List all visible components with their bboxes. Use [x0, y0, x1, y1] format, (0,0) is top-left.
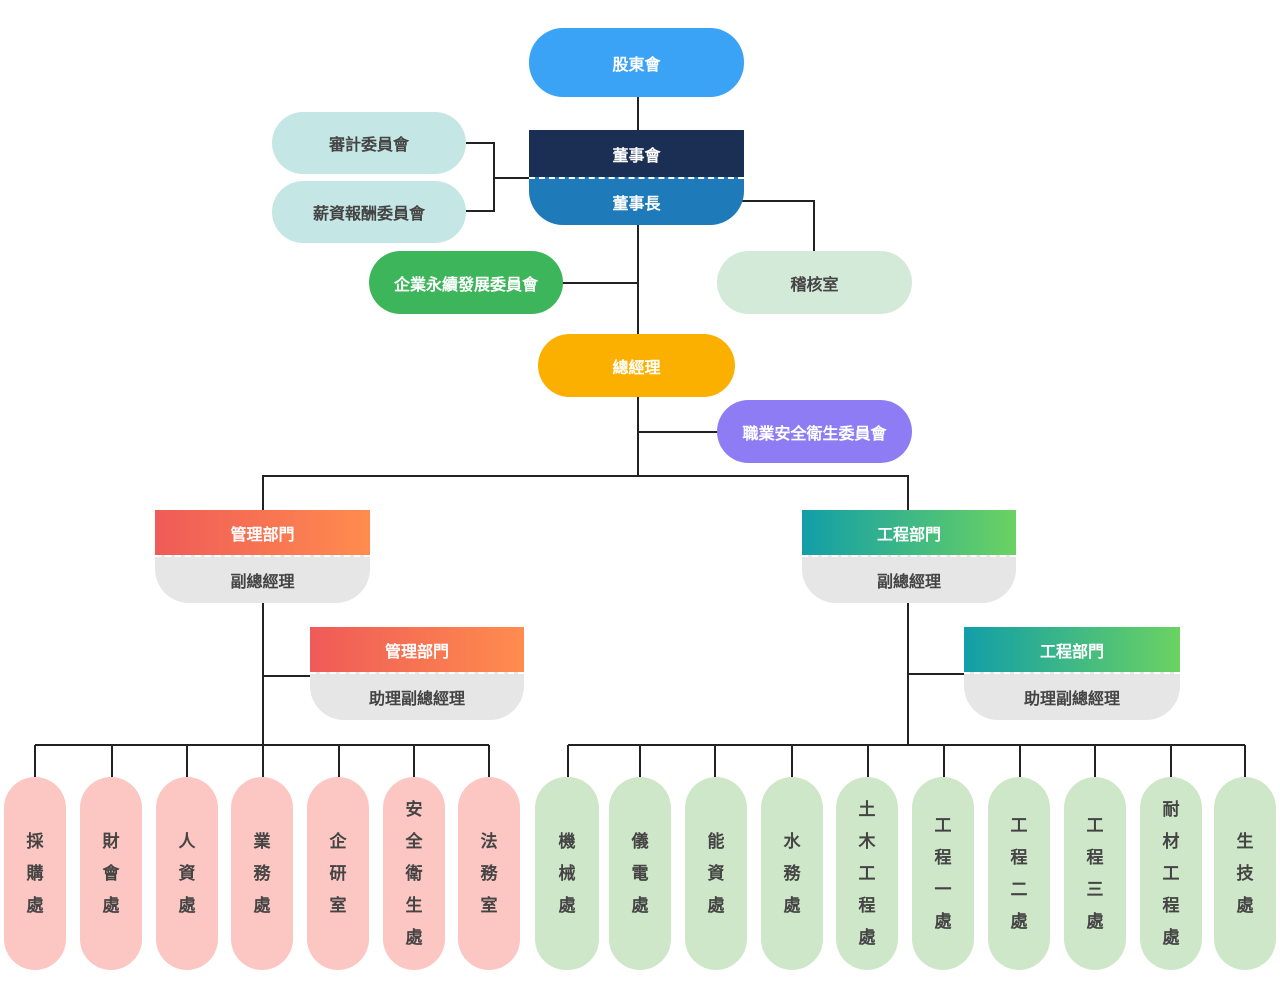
internal-audit-label: 稽核室 [790, 274, 839, 294]
management-unit: 採購處 [4, 777, 66, 970]
management-dept-label: 管理部門 [155, 510, 370, 555]
unit-label: 耐材工程處 [1162, 799, 1180, 948]
unit-label: 企研室 [329, 831, 347, 916]
engineering-assistant-vp-label: 助理副總經理 [964, 672, 1180, 720]
management-unit: 財會處 [80, 777, 142, 970]
engineering-unit: 水務處 [761, 777, 823, 970]
unit-label: 法務室 [480, 831, 498, 916]
csr-committee-label: 企業永續發展委員會 [393, 274, 538, 294]
unit-label: 土木工程處 [858, 799, 876, 948]
president-node: 總經理 [538, 334, 735, 397]
management-unit: 業務處 [231, 777, 293, 970]
engineering-unit: 工程一處 [912, 777, 974, 970]
engineering-unit: 土木工程處 [836, 777, 898, 970]
unit-label: 工程一處 [934, 815, 952, 932]
unit-label: 儀電處 [631, 831, 649, 916]
safety-committee-label: 職業安全衛生委員會 [742, 423, 887, 443]
management-dept-node: 管理部門 副總經理 [155, 510, 370, 603]
engineering-unit: 機械處 [535, 777, 599, 970]
audit-committee-node: 審計委員會 [272, 112, 466, 174]
unit-label: 人資處 [178, 831, 196, 916]
engineering-unit: 生技處 [1214, 777, 1276, 970]
unit-label: 能資處 [707, 831, 725, 916]
safety-committee-node: 職業安全衛生委員會 [717, 400, 912, 463]
unit-label: 採購處 [26, 831, 44, 916]
audit-committee-label: 審計委員會 [328, 135, 409, 154]
management-assistant-dept-label: 管理部門 [310, 627, 524, 672]
unit-label: 機械處 [558, 831, 576, 916]
compensation-committee-label: 薪資報酬委員會 [312, 204, 425, 223]
engineering-unit: 工程三處 [1064, 777, 1126, 970]
management-unit: 企研室 [307, 777, 369, 970]
unit-label: 業務處 [253, 831, 271, 916]
engineering-dept-label: 工程部門 [802, 510, 1016, 555]
engineering-unit: 耐材工程處 [1140, 777, 1202, 970]
shareholders-label: 股東會 [612, 54, 661, 74]
chairman-label: 董事長 [529, 177, 744, 225]
engineering-unit: 工程二處 [988, 777, 1050, 970]
management-unit: 法務室 [458, 777, 520, 970]
unit-label: 財會處 [102, 831, 120, 916]
engineering-unit: 能資處 [685, 777, 747, 970]
compensation-committee-node: 薪資報酬委員會 [272, 181, 466, 243]
unit-label: 生技處 [1236, 831, 1254, 916]
president-label: 總經理 [612, 357, 661, 377]
engineering-unit: 儀電處 [609, 777, 671, 970]
unit-label: 水務處 [783, 831, 801, 916]
management-unit: 人資處 [156, 777, 218, 970]
unit-label: 工程二處 [1010, 815, 1028, 932]
engineering-assistant-node: 工程部門 助理副總經理 [964, 627, 1180, 720]
csr-committee-node: 企業永續發展委員會 [369, 251, 563, 314]
engineering-vp-label: 副總經理 [802, 555, 1016, 603]
engineering-dept-node: 工程部門 副總經理 [802, 510, 1016, 603]
management-assistant-vp-label: 助理副總經理 [310, 672, 524, 720]
engineering-assistant-dept-label: 工程部門 [964, 627, 1180, 672]
management-unit: 安全衛生處 [383, 777, 445, 970]
shareholders-node: 股東會 [529, 28, 744, 97]
board-node: 董事會 董事長 [529, 130, 744, 225]
management-vp-label: 副總經理 [155, 555, 370, 603]
management-assistant-node: 管理部門 助理副總經理 [310, 627, 524, 720]
unit-label: 工程三處 [1086, 815, 1104, 932]
internal-audit-node: 稽核室 [717, 251, 912, 314]
unit-label: 安全衛生處 [405, 799, 423, 948]
board-label: 董事會 [529, 130, 744, 177]
